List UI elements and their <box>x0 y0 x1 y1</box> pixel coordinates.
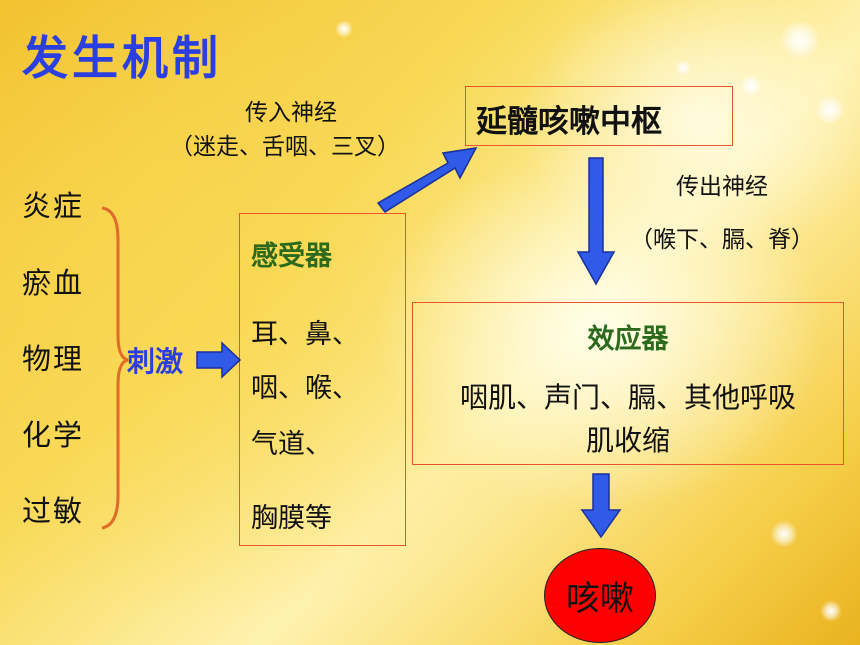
effector-box: 效应器 咽肌、声门、膈、其他呼吸 肌收缩 <box>412 302 844 465</box>
cough-result: 咳嗽 <box>544 548 656 643</box>
efferent-detail: （喉下、膈、脊） <box>630 227 814 253</box>
afferent-arrow <box>376 147 478 213</box>
afferent-detail: （迷走、舌咽、三叉） <box>170 134 400 160</box>
result-arrow <box>580 473 622 539</box>
center-label: 延髓咳嗽中枢 <box>476 104 662 140</box>
stimulus-label: 刺激 <box>127 345 184 378</box>
cause-stasis: 瘀血 <box>22 266 85 300</box>
sparkle <box>820 600 842 622</box>
receptor-line-1: 耳、鼻、 <box>251 319 359 350</box>
cause-physical: 物理 <box>22 342 85 376</box>
effector-line-1: 咽肌、声门、膈、其他呼吸 <box>459 381 796 414</box>
efferent-label: 传出神经 <box>676 174 768 200</box>
efferent-arrow <box>576 157 616 286</box>
sparkle <box>740 75 762 97</box>
effector-title: 效应器 <box>587 324 669 355</box>
cause-chemical: 化学 <box>22 418 85 452</box>
sparkle <box>675 60 691 76</box>
receptor-line-3: 气道、 <box>251 429 332 460</box>
receptor-box: 感受器 耳、鼻、 咽、喉、 气道、 胸膜等 <box>239 213 406 546</box>
receptor-line-2: 咽、喉、 <box>251 373 359 404</box>
stimulus-arrow <box>196 341 242 379</box>
cause-allergy: 过敏 <box>22 494 85 528</box>
afferent-label: 传入神经 <box>245 100 337 126</box>
effector-line-2: 肌收缩 <box>585 424 670 457</box>
sparkle <box>770 520 798 548</box>
center-box: 延髓咳嗽中枢 <box>465 86 733 146</box>
receptor-title: 感受器 <box>251 241 332 272</box>
curly-brace <box>101 206 129 530</box>
receptor-line-4: 胸膜等 <box>251 503 332 534</box>
sparkle <box>815 95 845 125</box>
page-title: 发生机制 <box>22 31 222 85</box>
sparkle <box>335 20 353 38</box>
sparkle <box>780 20 820 60</box>
cause-inflammation: 炎症 <box>22 189 85 223</box>
